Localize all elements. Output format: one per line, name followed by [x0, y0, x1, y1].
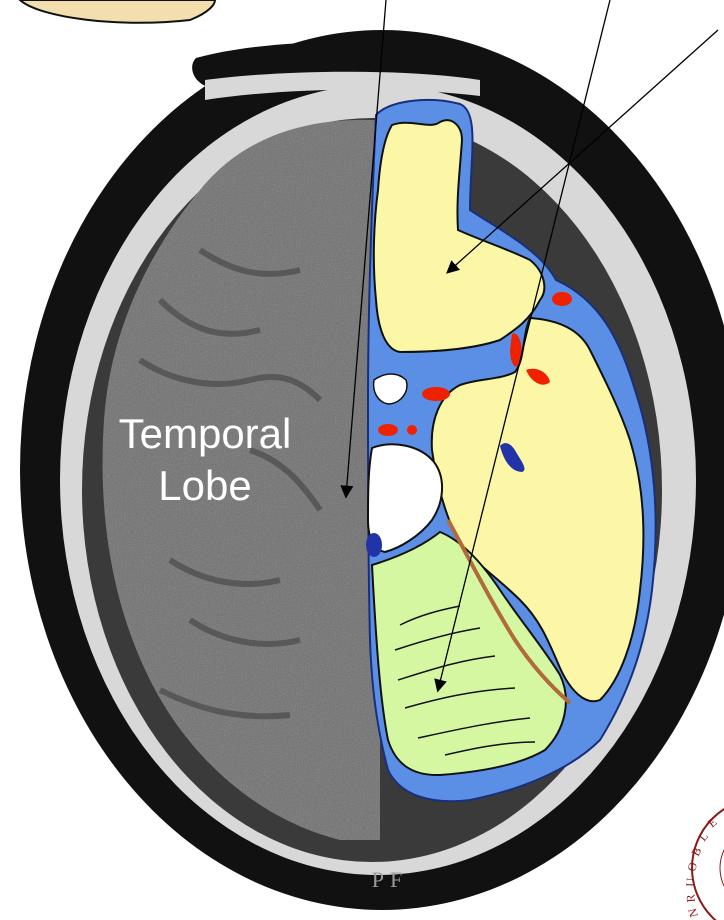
label-temporal-line2: Lobe [158, 462, 251, 509]
svg-text:R: R [683, 894, 698, 903]
svg-text:U: U [683, 877, 698, 887]
svg-text:N: N [685, 907, 701, 919]
dark-blue-spot-lower [366, 533, 382, 557]
watermark-pf: PF [372, 867, 408, 892]
callout-bubble-fragment [20, 0, 215, 23]
university-seal: E L B O U R N [683, 798, 724, 920]
label-temporal-line1: Temporal [119, 410, 292, 457]
